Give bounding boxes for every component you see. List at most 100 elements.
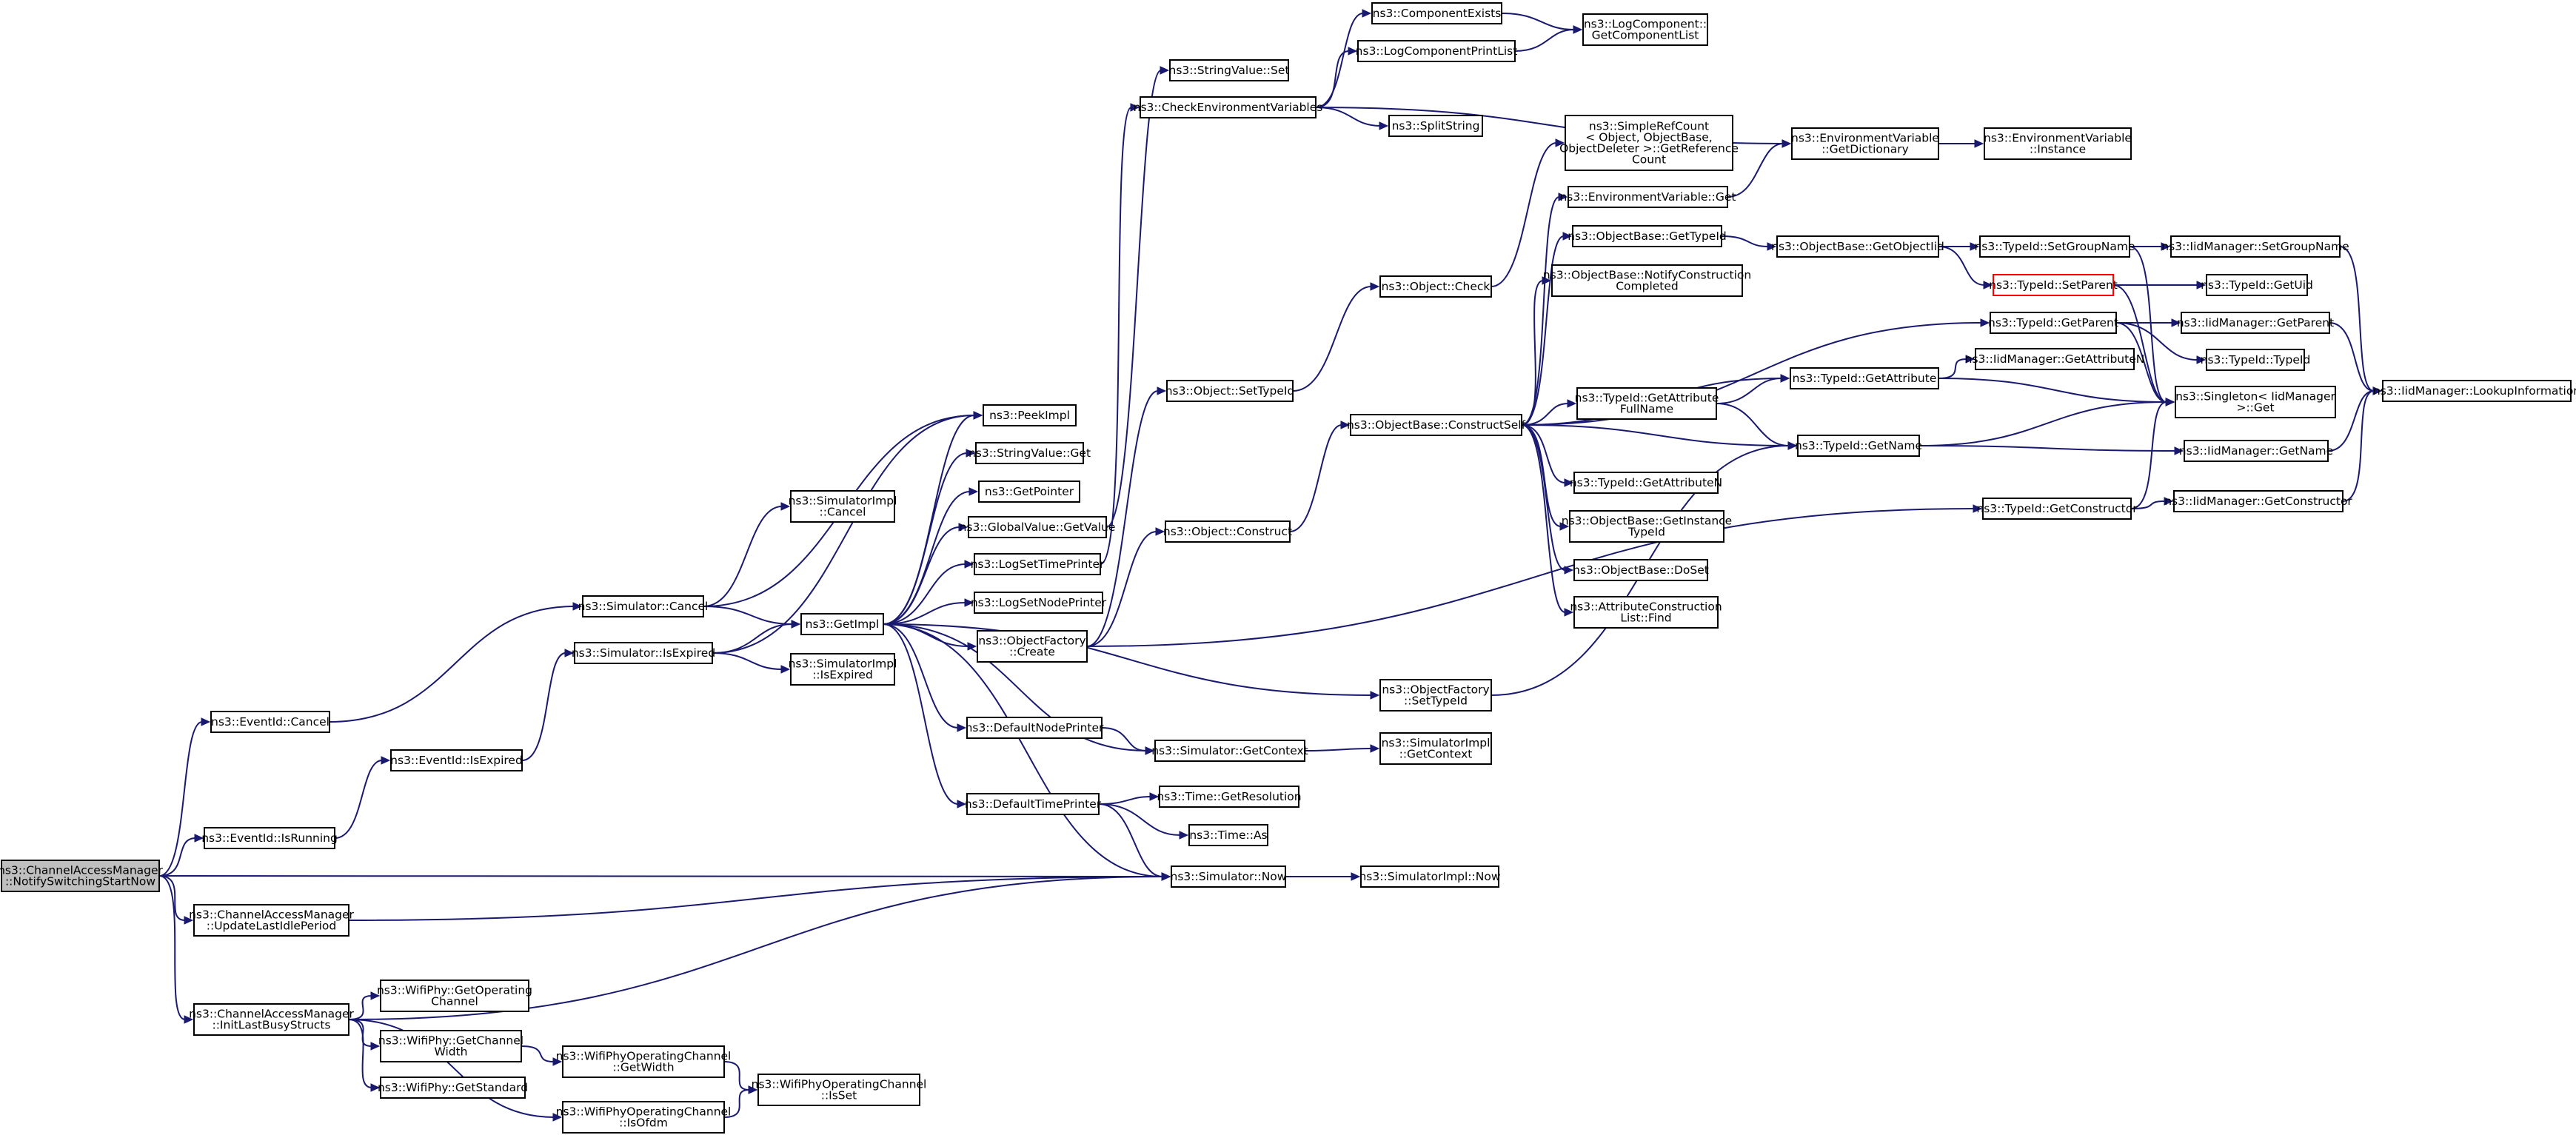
node-envvar-getdictionary[interactable]: ns3::EnvironmentVariable::GetDictionary bbox=[1791, 127, 1939, 160]
node-iidmgr-getconstructor[interactable]: ns3::IidManager::GetConstructor bbox=[2164, 490, 2352, 512]
node-label: ns3::IidManager::GetConstructor bbox=[2164, 495, 2352, 508]
node-iidmgr-getparent[interactable]: ns3::IidManager::GetParent bbox=[2177, 312, 2334, 334]
node-componentexists[interactable]: ns3::ComponentExists bbox=[1371, 2, 1502, 24]
node-label: ns3::ObjectBase::ConstructSelf bbox=[1347, 418, 1526, 432]
node-typeid-getname[interactable]: ns3::TypeId::GetName bbox=[1795, 435, 1922, 457]
node-objbase-notify[interactable]: ns3::ObjectBase::NotifyConstructionCompl… bbox=[1543, 264, 1751, 297]
node-eventid-isexpired[interactable]: ns3::EventId::IsExpired bbox=[390, 749, 523, 771]
edge-line bbox=[2130, 401, 2167, 509]
node-envvar-instance[interactable]: ns3::EnvironmentVariable::Instance bbox=[1984, 127, 2132, 160]
node-object-settypeid[interactable]: ns3::Object::SetTypeId bbox=[1165, 380, 1295, 402]
edge-envvar-get-to-envvar-getdictionary bbox=[1727, 139, 1792, 198]
node-sim-isexpired[interactable]: ns3::Simulator::IsExpired bbox=[572, 642, 715, 664]
node-iidmgr-lookupinformation[interactable]: ns3::IidManager::LookupInformation bbox=[2373, 380, 2576, 402]
node-sim-getcontext[interactable]: ns3::Simulator::GetContext bbox=[1151, 740, 1308, 762]
node-label: ns3::IidManager::SetGroupName bbox=[2161, 240, 2349, 253]
edge-eventid-isexpired-to-sim-isexpired bbox=[521, 649, 575, 761]
node-objbase-getobjectiid[interactable]: ns3::ObjectBase::GetObjectIid bbox=[1771, 235, 1944, 258]
node-typeid-getconstructor[interactable]: ns3::TypeId::GetConstructor bbox=[1976, 498, 2138, 520]
node-simimpl-isexpired[interactable]: ns3::SimulatorImpl::IsExpired bbox=[789, 653, 897, 686]
node-peekimpl[interactable]: ns3::PeekImpl bbox=[983, 404, 1077, 426]
arrowhead-icon bbox=[370, 1083, 381, 1092]
arrowhead-icon bbox=[1379, 121, 1389, 130]
arrowhead-icon bbox=[1161, 872, 1171, 881]
node-typeid-setgroupname[interactable]: ns3::TypeId::SetGroupName bbox=[1974, 235, 2135, 258]
node-time-as[interactable]: ns3::Time::As bbox=[1188, 824, 1268, 846]
node-typeid-typeid[interactable]: ns3::TypeId::TypeId bbox=[2201, 349, 2311, 371]
node-box bbox=[1357, 40, 1516, 62]
node-iidmgr-getname[interactable]: ns3::IidManager::GetName bbox=[2179, 440, 2333, 462]
node-objbase-gettypeid[interactable]: ns3::ObjectBase::GetTypeId bbox=[1568, 225, 1727, 247]
node-eventid-cancel[interactable]: ns3::EventId::Cancel bbox=[210, 711, 330, 733]
node-typeid-getparent[interactable]: ns3::TypeId::GetParent bbox=[1988, 312, 2118, 334]
node-simimpl-now[interactable]: ns3::SimulatorImpl::Now bbox=[1359, 866, 1501, 888]
node-object-construct[interactable]: ns3::Object::Construct bbox=[1163, 520, 1292, 543]
arrowhead-icon bbox=[1149, 792, 1160, 801]
node-stringvalue-get[interactable]: ns3::StringValue::Get bbox=[968, 442, 1091, 464]
node-object-check[interactable]: ns3::Object::Check bbox=[1379, 275, 1492, 298]
node-label: ns3::ChannelAccessManager bbox=[0, 864, 164, 877]
node-singleton-get[interactable]: ns3::Singleton< IidManager>::Get bbox=[2175, 386, 2336, 418]
node-sim-now[interactable]: ns3::Simulator::Now bbox=[1171, 866, 1287, 888]
node-simimpl-getcontext[interactable]: ns3::SimulatorImpl::GetContext bbox=[1379, 732, 1492, 765]
node-label: ns3::LogComponent:: bbox=[1584, 18, 1707, 31]
node-cam-update[interactable]: ns3::ChannelAccessManager::UpdateLastIdl… bbox=[189, 904, 355, 937]
node-logcomponent-getlist[interactable]: ns3::LogComponent::GetComponentList bbox=[1582, 13, 1708, 46]
node-typeid-setparent[interactable]: ns3::TypeId::SetParent bbox=[1989, 274, 2118, 296]
node-sim-cancel[interactable]: ns3::Simulator::Cancel bbox=[578, 595, 709, 617]
node-getpointer[interactable]: ns3::GetPointer bbox=[978, 481, 1080, 503]
node-eventid-isrunning[interactable]: ns3::EventId::IsRunning bbox=[201, 827, 338, 849]
edge-line bbox=[2130, 500, 2166, 509]
node-wpoc-getwidth[interactable]: ns3::WifiPhyOperatingChannel::GetWidth bbox=[556, 1045, 732, 1078]
node-envvar-get[interactable]: ns3::EnvironmentVariable::Get bbox=[1559, 186, 1736, 208]
node-label: ns3::SimulatorImpl bbox=[789, 657, 897, 671]
node-box bbox=[1551, 264, 1743, 297]
node-wifiphy-getstandard[interactable]: ns3::WifiPhy::GetStandard bbox=[378, 1077, 528, 1099]
node-typeid-getuid[interactable]: ns3::TypeId::GetUid bbox=[2201, 274, 2313, 296]
node-defaultnodeprinter[interactable]: ns3::DefaultNodePrinter bbox=[966, 717, 1104, 739]
node-objbase-constructself[interactable]: ns3::ObjectBase::ConstructSelf bbox=[1347, 414, 1526, 436]
node-label: ns3::Simulator::GetContext bbox=[1151, 744, 1308, 757]
node-iidmgr-getattributen[interactable]: ns3::IidManager::GetAttributeN bbox=[1965, 348, 2145, 370]
node-cam-init[interactable]: ns3::ChannelAccessManager::InitLastBusyS… bbox=[189, 1003, 355, 1036]
node-iidmgr-setgroupname[interactable]: ns3::IidManager::SetGroupName bbox=[2161, 235, 2349, 258]
node-label: ObjectDeleter >::GetReference bbox=[1559, 142, 1739, 155]
edge-root-to-cam-update bbox=[158, 875, 194, 925]
node-label: ns3::WifiPhy::GetOperating bbox=[377, 984, 532, 997]
edge-typeid-setgroupname-to-iidmgr-setgroupname bbox=[2129, 242, 2171, 251]
node-objfactory-settypeid[interactable]: ns3::ObjectFactory::SetTypeId bbox=[1379, 679, 1492, 712]
node-objbase-doset[interactable]: ns3::ObjectBase::DoSet bbox=[1573, 559, 1709, 581]
node-label: ns3::TypeId::GetAttribute bbox=[1575, 392, 1719, 405]
node-wpoc-isofdm[interactable]: ns3::WifiPhyOperatingChannel::IsOfdm bbox=[556, 1101, 732, 1134]
node-root[interactable]: ns3::ChannelAccessManager::NotifySwitchi… bbox=[0, 860, 164, 892]
node-label: ::GetDictionary bbox=[1821, 143, 1909, 156]
edge-typeid-getconstructor-to-iidmgr-getconstructor bbox=[2130, 497, 2174, 509]
node-logsettimeprinter[interactable]: ns3::LogSetTimePrinter bbox=[971, 553, 1105, 575]
node-logsetnodeprinter[interactable]: ns3::LogSetNodePrinter bbox=[971, 592, 1107, 614]
node-globalvalue-getvalue[interactable]: ns3::GlobalValue::GetValue bbox=[960, 516, 1116, 538]
node-wpoc-isset[interactable]: ns3::WifiPhyOperatingChannel::IsSet bbox=[752, 1074, 927, 1106]
node-logcomponentprintlist[interactable]: ns3::LogComponentPrintList bbox=[1356, 40, 1518, 62]
node-simimpl-cancel[interactable]: ns3::SimulatorImpl::Cancel bbox=[789, 490, 897, 523]
node-box bbox=[974, 592, 1103, 614]
node-stringvalue-set[interactable]: ns3::StringValue::Set bbox=[1169, 59, 1290, 81]
node-label: ns3::TypeId::SetGroupName bbox=[1974, 240, 2135, 253]
node-objfactory-create[interactable]: ns3::ObjectFactory::Create bbox=[977, 630, 1088, 663]
node-label: ns3::Object::SetTypeId bbox=[1165, 384, 1295, 398]
node-typeid-getattribute[interactable]: ns3::TypeId::GetAttribute bbox=[1790, 367, 1939, 389]
node-time-getresolution[interactable]: ns3::Time::GetResolution bbox=[1157, 786, 1302, 808]
node-label: ns3::WifiPhy::GetStandard bbox=[378, 1081, 528, 1094]
edge-typeid-getname-to-singleton-get bbox=[1918, 398, 2175, 446]
node-typeid-getattrn[interactable]: ns3::TypeId::GetAttributeN bbox=[1570, 472, 1722, 494]
edge-line bbox=[883, 623, 959, 805]
node-splitstring[interactable]: ns3::SplitString bbox=[1388, 115, 1483, 137]
node-checkenv[interactable]: ns3::CheckEnvironmentVariables bbox=[1134, 96, 1323, 118]
node-getimpl[interactable]: ns3::GetImpl bbox=[800, 613, 884, 635]
node-simplerefcount[interactable]: ns3::SimpleRefCount< Object, ObjectBase,… bbox=[1559, 115, 1739, 171]
node-defaulttimeprinter[interactable]: ns3::DefaultTimePrinter bbox=[965, 793, 1102, 815]
